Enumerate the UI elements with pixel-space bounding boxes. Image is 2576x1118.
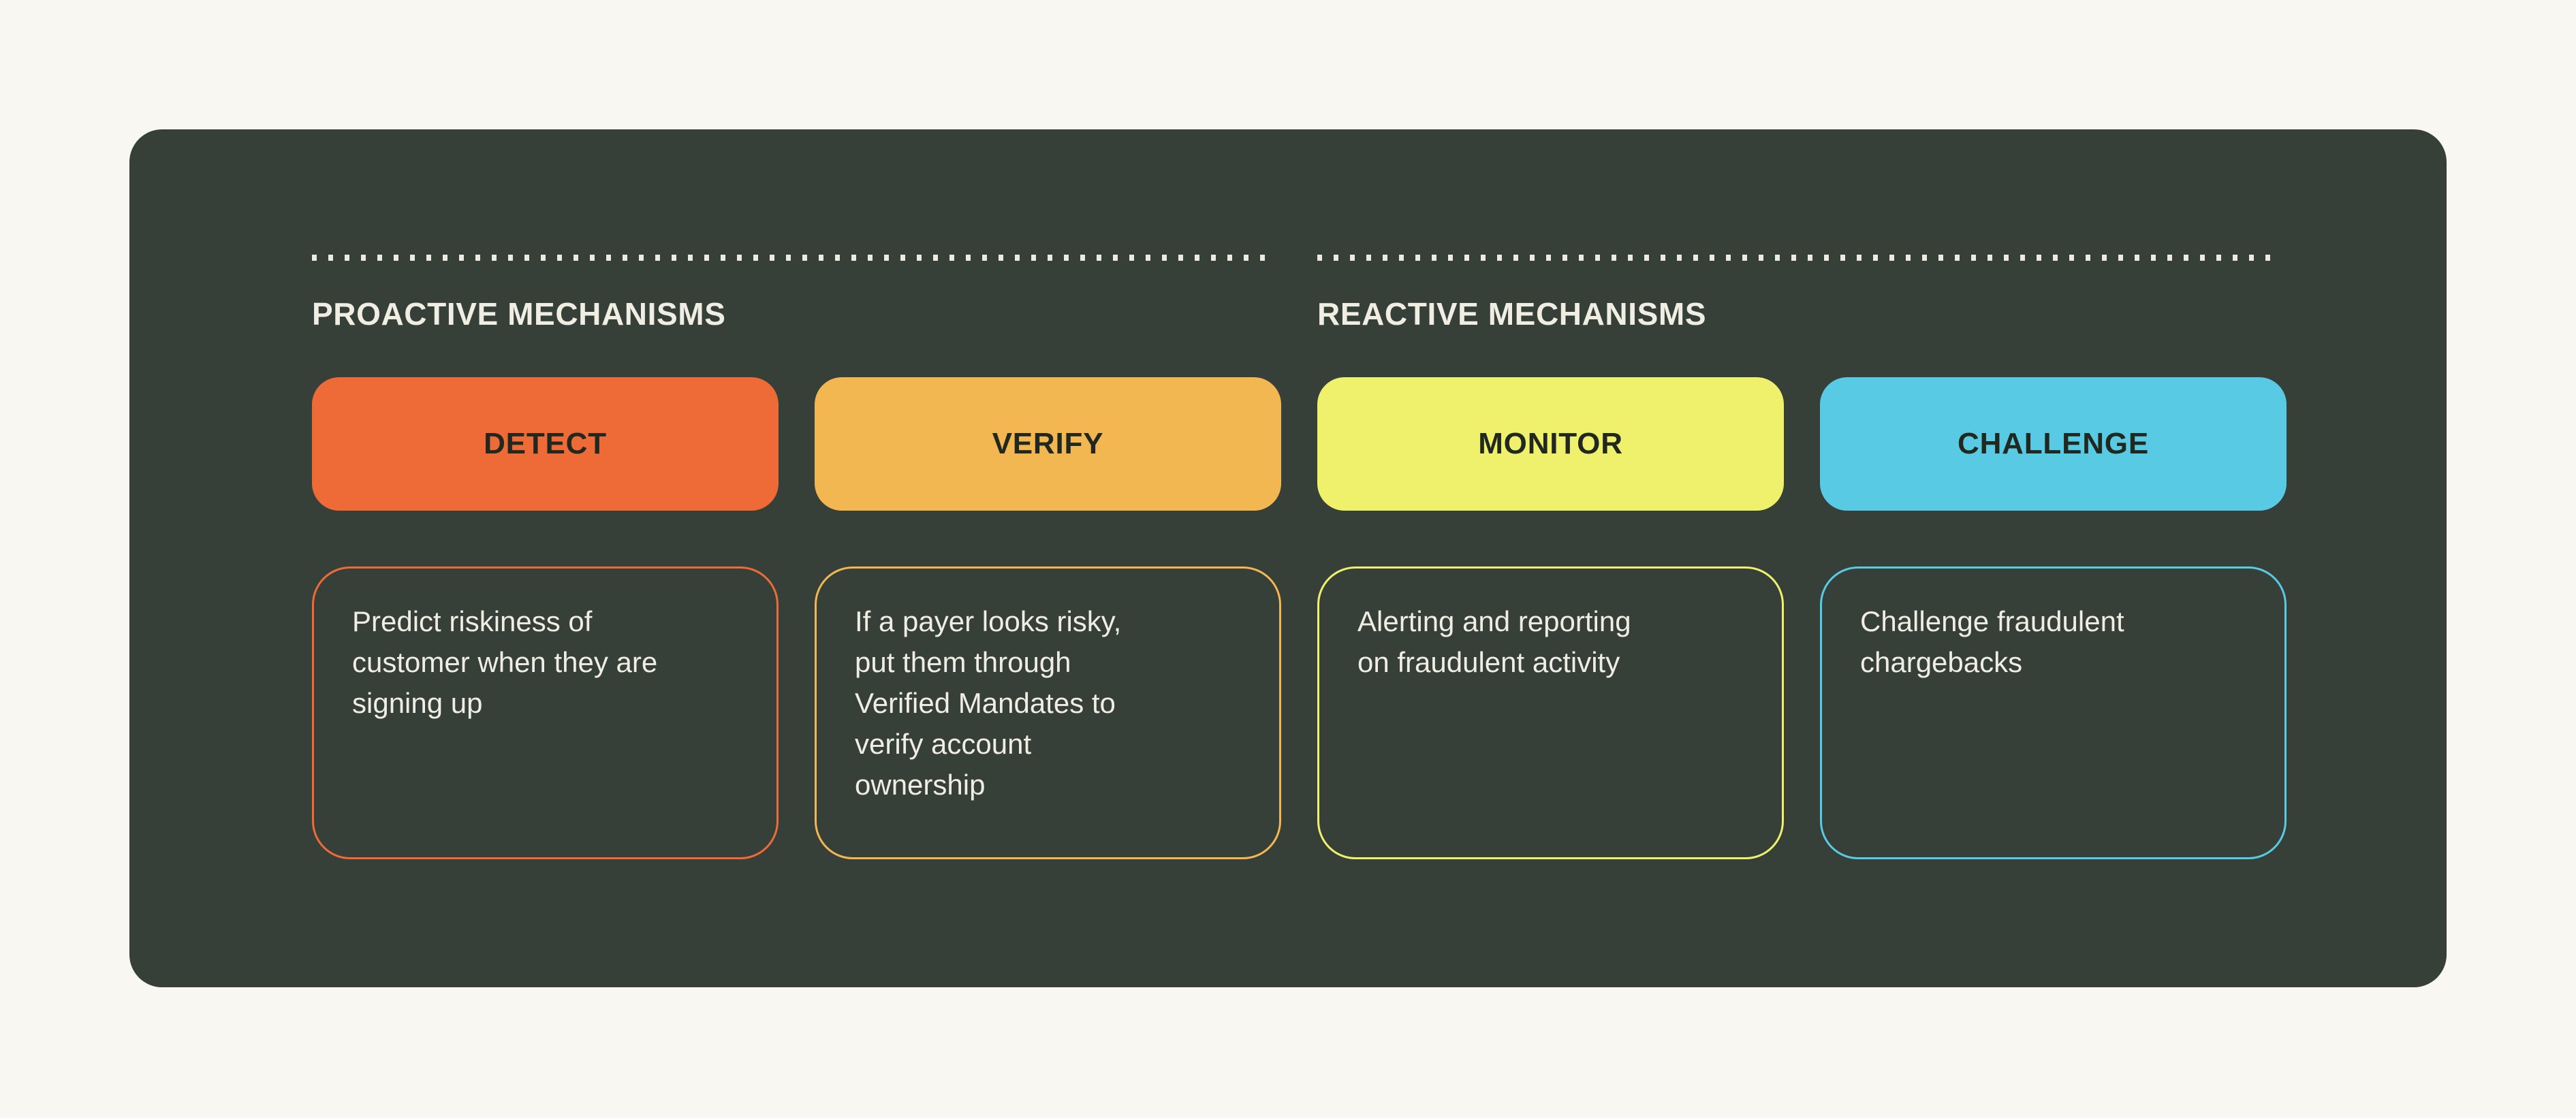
- mechanism-groups: PROACTIVE MECHANISMS DETECT VERIFY Predi…: [312, 255, 2447, 859]
- description-card-detect: Predict riskiness of customer when they …: [312, 566, 779, 859]
- reactive-mechanisms-section: REACTIVE MECHANISMS MONITOR CHALLENGE Al…: [1317, 255, 2287, 859]
- dotted-divider: [312, 255, 1266, 261]
- description-card-challenge: Challenge fraudulent chargebacks: [1820, 566, 2287, 859]
- section-label-proactive: PROACTIVE MECHANISMS: [312, 296, 726, 332]
- card-title-monitor: MONITOR: [1478, 427, 1623, 460]
- proactive-mechanisms-section: PROACTIVE MECHANISMS DETECT VERIFY Predi…: [312, 255, 1281, 859]
- mechanism-card-verify: VERIFY: [815, 377, 1281, 511]
- mechanism-card-detect: DETECT: [312, 377, 779, 511]
- card-title-detect: DETECT: [484, 427, 607, 460]
- mechanism-card-challenge: CHALLENGE: [1820, 377, 2287, 511]
- section-label-reactive: REACTIVE MECHANISMS: [1317, 296, 1707, 332]
- description-card-monitor: Alerting and reporting on fraudulent act…: [1317, 566, 1784, 859]
- description-cards-row: Alerting and reporting on fraudulent act…: [1317, 566, 2287, 859]
- title-cards-row: DETECT VERIFY: [312, 377, 1281, 511]
- mechanism-card-monitor: MONITOR: [1317, 377, 1784, 511]
- dotted-divider: [1317, 255, 2271, 261]
- title-cards-row: MONITOR CHALLENGE: [1317, 377, 2287, 511]
- description-text-detect: Predict riskiness of customer when they …: [352, 605, 658, 719]
- description-text-monitor: Alerting and reporting on fraudulent act…: [1357, 605, 1631, 678]
- description-text-verify: If a payer looks risky, put them through…: [855, 605, 1122, 801]
- description-text-challenge: Challenge fraudulent chargebacks: [1860, 605, 2124, 678]
- card-title-verify: VERIFY: [992, 427, 1104, 460]
- mechanisms-panel: PROACTIVE MECHANISMS DETECT VERIFY Predi…: [129, 129, 2447, 987]
- card-title-challenge: CHALLENGE: [1958, 427, 2149, 460]
- description-card-verify: If a payer looks risky, put them through…: [815, 566, 1281, 859]
- description-cards-row: Predict riskiness of customer when they …: [312, 566, 1281, 859]
